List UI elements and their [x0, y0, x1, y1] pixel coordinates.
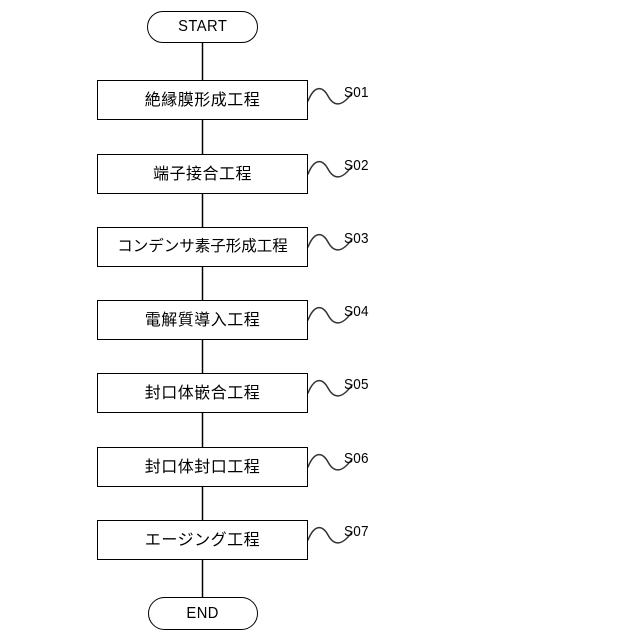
step-tag-s07: S07: [344, 523, 369, 540]
process-box-s07: エージング工程: [97, 520, 308, 560]
process-label-s02: 端子接合工程: [152, 164, 252, 183]
process-label-s03: コンデンサ素子形成工程: [117, 237, 288, 256]
process-label-s05: 封口体嵌合工程: [144, 383, 261, 402]
leader-line-s06: [307, 454, 353, 471]
process-box-s01: 絶縁膜形成工程: [97, 80, 308, 120]
step-tag-s04: S04: [344, 303, 369, 320]
leader-line-s07: [307, 527, 353, 544]
start-terminator: START: [147, 11, 258, 43]
start-terminator-label: START: [177, 18, 228, 35]
process-box-s02: 端子接合工程: [97, 154, 308, 194]
process-box-s06: 封口体封口工程: [97, 447, 308, 487]
process-label-s07: エージング工程: [144, 530, 261, 549]
leader-line-s04: [307, 307, 353, 324]
process-label-s01: 絶縁膜形成工程: [144, 90, 261, 109]
end-terminator: END: [148, 597, 258, 630]
step-tag-s03: S03: [344, 230, 369, 247]
process-box-s03: コンデンサ素子形成工程: [97, 227, 308, 267]
leader-line-s03: [307, 234, 353, 251]
leader-line-s02: [307, 161, 353, 178]
step-tag-s01: S01: [344, 84, 369, 101]
process-box-s05: 封口体嵌合工程: [97, 373, 308, 413]
leader-line-s05: [307, 380, 353, 397]
step-tag-s06: S06: [344, 450, 369, 467]
process-label-s04: 電解質導入工程: [144, 310, 261, 329]
process-box-s04: 電解質導入工程: [97, 300, 308, 340]
leader-line-s01: [307, 88, 353, 105]
step-tag-s02: S02: [344, 157, 369, 174]
process-label-s06: 封口体封口工程: [144, 457, 261, 476]
end-terminator-label: END: [186, 604, 220, 622]
step-tag-s05: S05: [344, 376, 369, 393]
